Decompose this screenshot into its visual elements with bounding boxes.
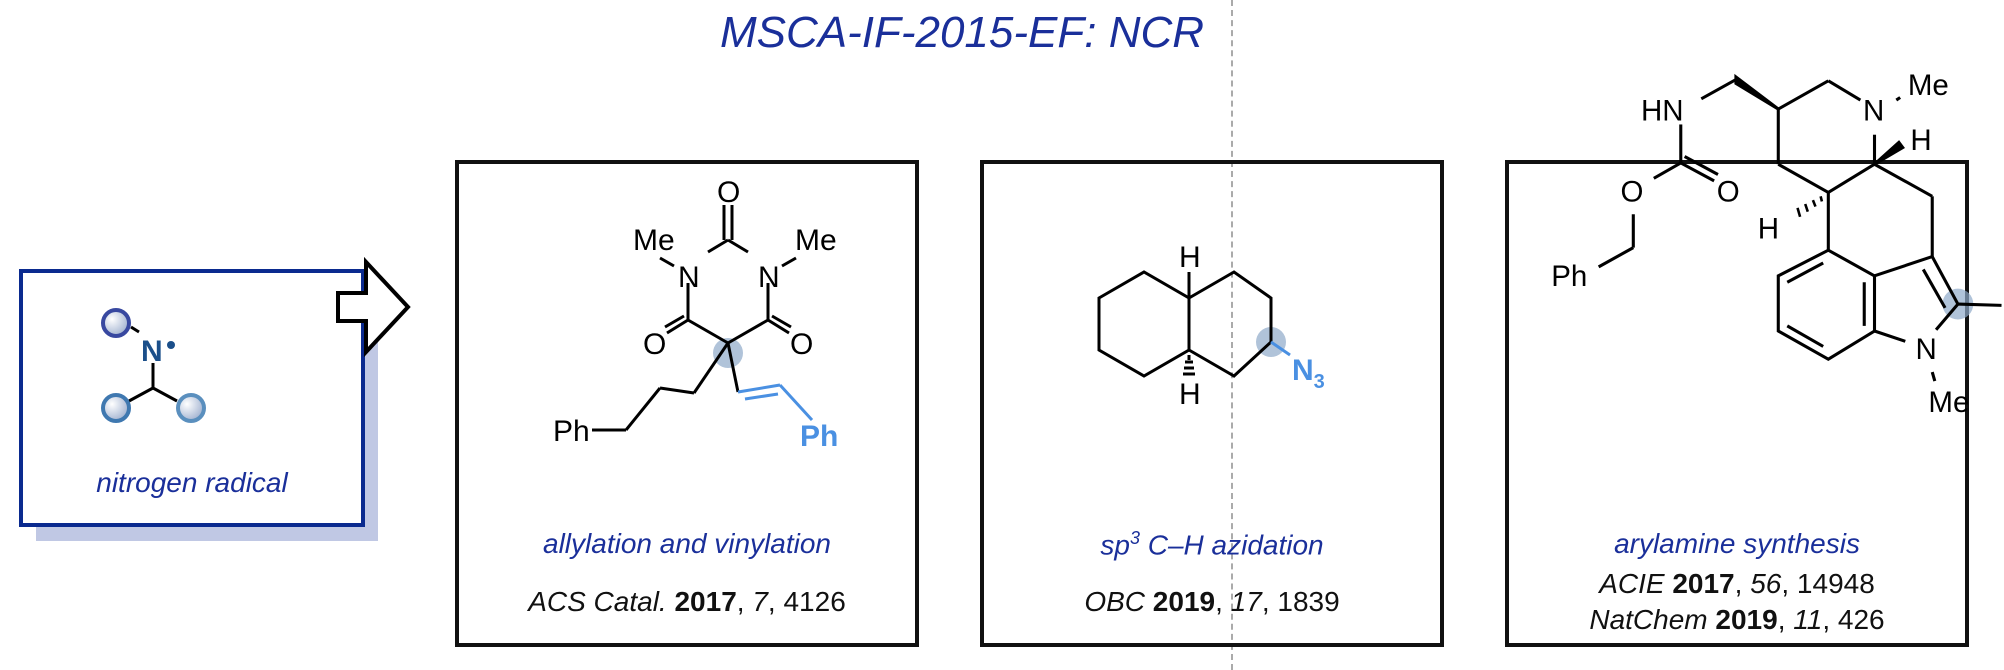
svg-text:O: O xyxy=(790,328,813,361)
svg-text:H: H xyxy=(1910,124,1931,157)
svg-text:N3: N3 xyxy=(1292,354,1325,393)
svg-text:N: N xyxy=(1863,95,1884,128)
svg-text:N: N xyxy=(678,261,700,294)
svg-text:H: H xyxy=(1758,213,1779,246)
svg-text:O: O xyxy=(643,328,666,361)
svg-text:Ph: Ph xyxy=(800,420,838,453)
panel-caption: sp3 C–H azidation xyxy=(1100,528,1324,561)
svg-text:Me: Me xyxy=(795,224,837,257)
panel-azidation-content: H H N3 sp3 C–H azidation OBC 2019, 17, 1… xyxy=(980,160,1444,647)
svg-text:Me: Me xyxy=(1908,69,1949,102)
nitrogen-radical-icon: N xyxy=(101,308,206,423)
panel-caption: arylamine synthesis xyxy=(1614,528,1860,559)
svg-text:Ph: Ph xyxy=(553,415,590,448)
divider-dashed-line xyxy=(1231,0,1233,670)
nitrogen-radical-box: N nitrogen radical xyxy=(19,269,365,527)
svg-text:N: N xyxy=(2003,292,2004,325)
svg-text:H: H xyxy=(1179,378,1201,411)
panel-arylamine-content: HN O O Ph N Me H H N Me N Me Ac arylamin… xyxy=(1505,69,2004,647)
page-title: MSCA-IF-2015-EF: NCR xyxy=(719,8,1205,57)
svg-text:H: H xyxy=(1179,241,1201,274)
nitrogen-radical-label: nitrogen radical xyxy=(96,467,288,498)
reference: ACS Catal. 2017, 7, 4126 xyxy=(528,586,846,617)
panel-caption: allylation and vinylation xyxy=(543,528,831,559)
svg-text:HN: HN xyxy=(1641,95,1684,128)
svg-text:Me: Me xyxy=(1928,386,1969,419)
reference: ACIE 2017, 56, 14948 xyxy=(1599,568,1875,599)
svg-text:O: O xyxy=(717,176,740,209)
reference: NatChem 2019, 11, 426 xyxy=(1589,604,1885,635)
panel-azidation xyxy=(980,160,1444,647)
reference: OBC 2019, 17, 1839 xyxy=(1084,586,1340,617)
svg-text:N: N xyxy=(758,261,780,294)
svg-text:O: O xyxy=(1717,175,1740,208)
svg-text:N: N xyxy=(141,335,163,368)
panel-allylation xyxy=(455,160,919,647)
barbiturate-structure: O Me Me N N O O Ph Ph xyxy=(553,176,838,453)
svg-text:N: N xyxy=(1916,333,1937,366)
svg-text:O: O xyxy=(1620,175,1643,208)
svg-text:Ph: Ph xyxy=(1551,260,1587,293)
panel-arylamine xyxy=(1505,160,1969,647)
svg-text:Me: Me xyxy=(633,224,675,257)
panel-allylation-content: O Me Me N N O O Ph Ph allylation and vin… xyxy=(455,160,919,647)
